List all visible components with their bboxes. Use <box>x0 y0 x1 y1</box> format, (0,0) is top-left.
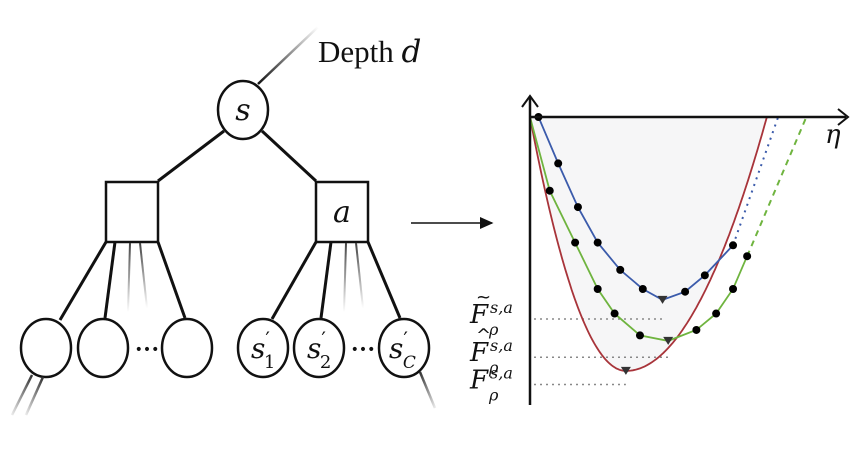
leaf-node-left-2[interactable] <box>76 317 130 379</box>
x-axis-arrowhead <box>837 108 850 126</box>
leaf-node-left-3[interactable] <box>160 317 214 379</box>
y-axis-arrowhead <box>521 94 539 108</box>
series-start-green-estimate <box>529 116 551 191</box>
action-label: a <box>333 195 351 230</box>
leaf-node-s2[interactable]: s′2 <box>292 317 346 379</box>
data-point-blue-estimate <box>616 265 625 274</box>
edge-right-faded-1 <box>343 242 347 313</box>
min-marker-green-estimate <box>663 336 674 345</box>
min-marker-red-true <box>620 366 631 375</box>
edge-left-faded-1 <box>127 242 131 313</box>
data-point-green-estimate <box>729 284 738 293</box>
data-point-green-estimate <box>571 238 580 247</box>
depth-edge <box>257 26 319 85</box>
ellipsis-right: ••• <box>351 342 376 358</box>
min-marker-blue-estimate <box>657 295 668 304</box>
leaf-left-edge-2 <box>24 376 45 416</box>
feasible-region-shade <box>530 117 767 371</box>
data-point-green-estimate <box>692 325 701 334</box>
edge-left-child-3 <box>156 241 187 319</box>
root-node[interactable]: s <box>216 79 270 141</box>
series-line-green-estimate <box>548 190 748 342</box>
depth-label: Depth d <box>318 34 421 70</box>
edge-root-action <box>260 129 318 183</box>
leaf-sC-edge <box>418 371 437 409</box>
svg-text:s′1: s′1 <box>251 327 275 373</box>
series-extension-blue-estimate <box>732 116 780 246</box>
data-point-blue-estimate <box>681 287 690 296</box>
svg-text:s′C: s′C <box>389 327 416 373</box>
data-point-blue-estimate <box>593 238 602 247</box>
edge-child-sC <box>366 241 402 319</box>
edge-child-s2 <box>319 241 333 319</box>
edge-left-child-2 <box>103 241 117 319</box>
data-point-green-estimate <box>545 186 554 195</box>
data-point-blue-estimate <box>554 159 563 168</box>
leaf-node-left-1[interactable] <box>19 317 73 379</box>
edge-child-s1 <box>270 241 318 320</box>
root-label: s <box>235 93 250 128</box>
series-line-blue-estimate <box>537 116 734 301</box>
action-node-a[interactable]: a <box>314 180 370 244</box>
edge-left-faded-2 <box>139 242 148 309</box>
edge-left-child-1 <box>58 241 108 321</box>
search-tree: Depth d s a ••• <box>10 26 437 416</box>
data-point-green-estimate <box>593 284 602 293</box>
x-axis-label: η <box>825 120 841 150</box>
data-point-blue-estimate <box>700 271 709 280</box>
ellipsis-left: ••• <box>135 342 160 358</box>
leaf-node-s1[interactable]: s′1 <box>236 317 290 379</box>
y-marker-accent-F-hat: ^ <box>476 325 491 346</box>
data-point-blue-estimate <box>729 241 738 250</box>
y-marker-accent-F-tilde: ~ <box>476 287 491 308</box>
data-point-blue-estimate <box>573 203 582 212</box>
leaf-node-sC[interactable]: s′C <box>377 317 431 379</box>
data-point-green-estimate <box>635 331 644 340</box>
edge-root-left <box>157 129 225 183</box>
data-point-green-estimate <box>712 309 721 318</box>
data-point-green-estimate <box>743 252 752 261</box>
data-point-green-estimate <box>610 309 619 318</box>
leaf-left-edge-1 <box>10 374 34 416</box>
series-extension-green-estimate <box>746 116 808 257</box>
action-node-left[interactable] <box>104 180 160 244</box>
edge-right-faded-2 <box>355 242 364 309</box>
data-point-blue-estimate <box>638 284 647 293</box>
svg-text:s′2: s′2 <box>307 327 331 373</box>
